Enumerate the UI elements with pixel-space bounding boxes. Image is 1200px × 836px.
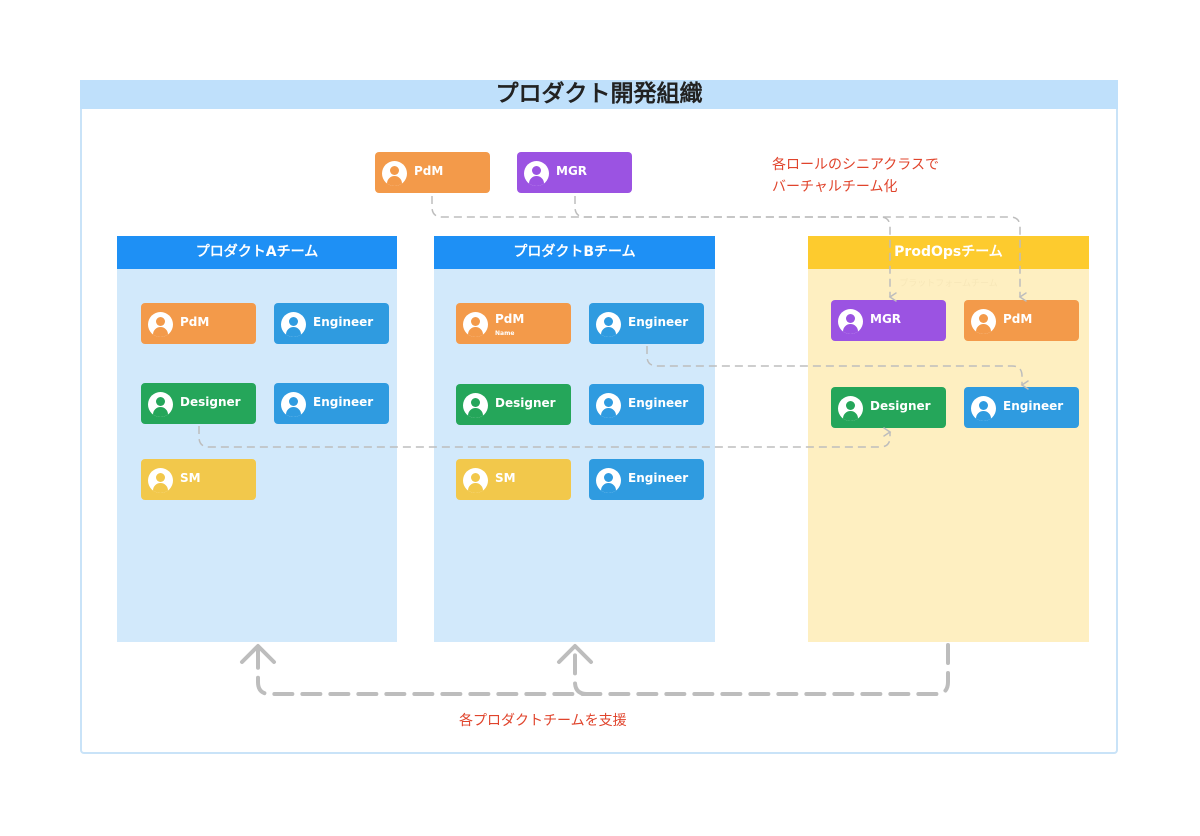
user-icon — [596, 468, 621, 493]
team-b-designer-card[interactable]: Designer — [456, 384, 571, 425]
support-connector-b-visible — [573, 648, 589, 696]
support-connector — [256, 643, 950, 696]
team-b-engineer-card[interactable]: Engineer — [589, 303, 704, 344]
prodops-pdm-card[interactable]: PdM — [964, 300, 1079, 341]
role-sublabel: Name — [495, 330, 515, 337]
role-label: PdM — [1003, 312, 1033, 326]
role-label: Engineer — [313, 315, 374, 329]
team-b-sm-card[interactable]: SM — [456, 459, 571, 500]
user-icon — [463, 468, 488, 493]
role-label: Designer — [495, 396, 556, 410]
prodops-mgr-card[interactable]: MGR — [831, 300, 946, 341]
role-label: Designer — [870, 399, 931, 413]
virtual-team-note-line2: バーチャルチーム化 — [772, 179, 898, 195]
virtual-team-note-line1: 各ロールのシニアクラスで — [772, 157, 940, 173]
prodops-subtitle: プラットフォームチーム — [899, 279, 998, 289]
role-label: Engineer — [628, 315, 689, 329]
team-b-engineer-card[interactable]: Engineer — [589, 459, 704, 500]
user-icon — [148, 468, 173, 493]
role-label: Engineer — [313, 395, 374, 409]
prodops-designer-card[interactable]: Designer — [831, 387, 946, 428]
user-icon — [971, 309, 996, 334]
role-label: MGR — [556, 164, 588, 178]
virtual-team-note: 各ロールのシニアクラスで バーチャルチーム化 — [772, 154, 939, 198]
user-icon — [596, 312, 621, 337]
user-icon — [838, 396, 863, 421]
user-icon — [148, 312, 173, 337]
role-label: MGR — [870, 312, 902, 326]
team-a-sm-card[interactable]: SM — [141, 459, 256, 500]
user-icon — [281, 392, 306, 417]
support-arrowhead-b — [557, 644, 593, 664]
role-label: PdM — [180, 315, 210, 329]
prodops-header: ProdOpsチーム — [808, 236, 1089, 269]
team-a-engineer-card[interactable]: Engineer — [274, 383, 389, 424]
prodops-engineer-card[interactable]: Engineer — [964, 387, 1079, 428]
support-note: 各プロダクトチームを支援 — [459, 713, 627, 729]
role-label: Engineer — [628, 471, 689, 485]
team-b-engineer-card[interactable]: Engineer — [589, 384, 704, 425]
team-b-pdm-card[interactable]: PdM Name — [456, 303, 571, 344]
team-b-header: プロダクトBチーム — [434, 236, 715, 269]
role-label: Engineer — [1003, 399, 1064, 413]
user-icon — [463, 393, 488, 418]
pdm-virtual-connector — [431, 196, 1027, 302]
engineer-virtual-connector — [646, 346, 1029, 390]
team-a-designer-card[interactable]: Designer — [141, 383, 256, 424]
designer-virtual-connector — [198, 426, 892, 448]
team-a-engineer-card[interactable]: Engineer — [274, 303, 389, 344]
role-label: PdM — [495, 312, 525, 326]
role-label: PdM — [414, 164, 444, 178]
user-icon — [524, 161, 549, 186]
user-icon — [148, 392, 173, 417]
user-icon — [281, 312, 306, 337]
team-a-pdm-card[interactable]: PdM — [141, 303, 256, 344]
user-icon — [596, 393, 621, 418]
role-label: SM — [495, 471, 516, 485]
user-icon — [838, 309, 863, 334]
team-a-header: プロダクトAチーム — [117, 236, 397, 269]
top-mgr-card[interactable]: MGR — [517, 152, 632, 193]
top-pdm-card[interactable]: PdM — [375, 152, 490, 193]
mgr-virtual-connector — [574, 196, 897, 302]
support-arrowhead-a — [240, 644, 276, 664]
role-label: SM — [180, 471, 201, 485]
user-icon — [463, 312, 488, 337]
page-title: プロダクト開発組織 — [80, 80, 1118, 109]
role-label: Engineer — [628, 396, 689, 410]
role-label: Designer — [180, 395, 241, 409]
user-icon — [971, 396, 996, 421]
user-icon — [382, 161, 407, 186]
